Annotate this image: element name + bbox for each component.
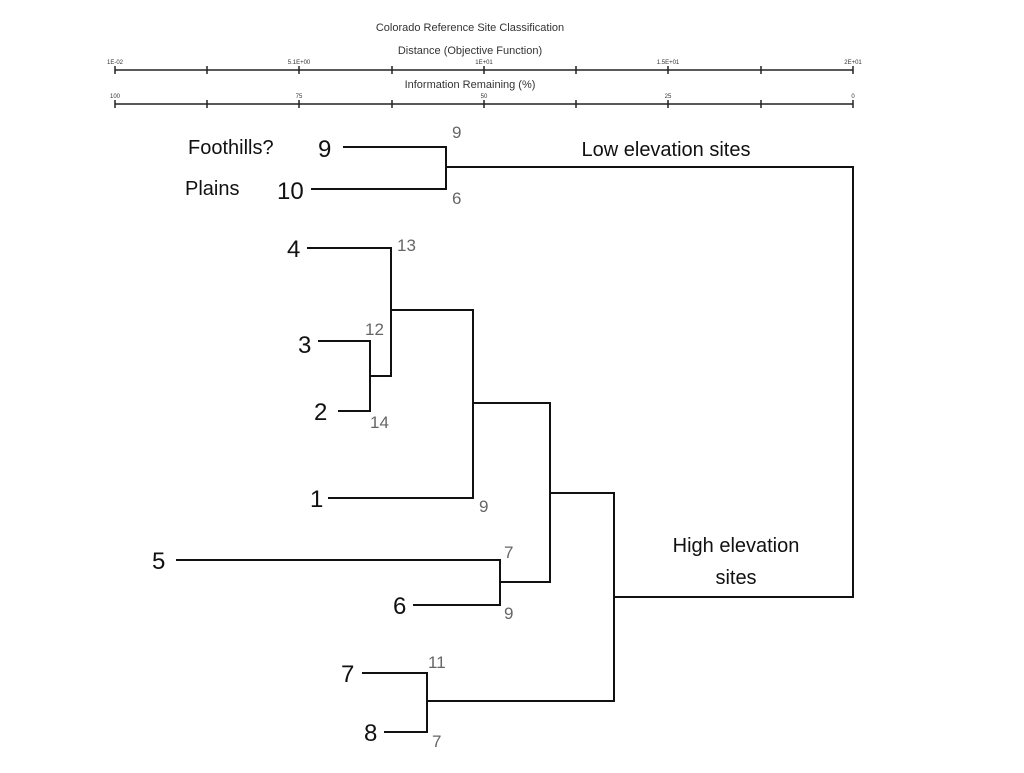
node-count: 13 — [397, 236, 416, 255]
foothills-annotation: Foothills? — [188, 137, 274, 159]
info-tick-label: 25 — [665, 94, 672, 100]
branch-7-8 — [362, 672, 428, 733]
leaf-label-8: 8 — [364, 720, 377, 747]
dendrogram-branches — [176, 146, 854, 733]
distance-tick-label: 1E+01 — [475, 60, 493, 66]
leaf-label-9: 9 — [318, 136, 331, 163]
info-tick-label: 0 — [851, 94, 855, 100]
node-count: 6 — [452, 189, 461, 208]
leaf-label-5: 5 — [152, 548, 165, 575]
info-axis-label: Information Remaining (%) — [405, 79, 536, 91]
distance-tick-label: 2E+01 — [844, 60, 862, 66]
plains-annotation: Plains — [185, 178, 239, 200]
branch-4-32 — [307, 247, 392, 377]
distance-axis-label: Distance (Objective Function) — [398, 45, 542, 57]
node-count: 9 — [479, 497, 488, 516]
info-remaining-axis: 100 75 50 25 0 — [110, 94, 855, 108]
branch-5-6 — [176, 559, 501, 606]
distance-tick-label: 1E-02 — [107, 60, 124, 66]
node-count: 12 — [365, 320, 384, 339]
leaf-label-7: 7 — [341, 661, 354, 688]
node-count: 9 — [504, 604, 513, 623]
high-elevation-label-line2: sites — [715, 567, 756, 589]
node-count-labels: 9 6 13 12 14 9 7 9 11 7 — [365, 123, 513, 751]
leaf-labels: 9 10 4 3 2 1 5 6 7 8 — [152, 136, 406, 747]
info-tick-label: 100 — [110, 94, 121, 100]
info-tick-label: 75 — [296, 94, 303, 100]
leaf-label-4: 4 — [287, 236, 300, 263]
figure-title: Colorado Reference Site Classification — [376, 22, 564, 34]
node-count: 11 — [428, 653, 446, 672]
node-count: 7 — [504, 543, 513, 562]
branch-root — [446, 166, 854, 598]
leaf-label-2: 2 — [314, 399, 327, 426]
branch-432-1 — [328, 309, 474, 499]
node-count: 7 — [432, 732, 441, 751]
distance-tick-label: 5.1E+00 — [288, 60, 311, 66]
leaf-label-10: 10 — [277, 178, 304, 205]
branch-high-cluster — [427, 492, 615, 702]
low-elevation-label: Low elevation sites — [582, 139, 751, 161]
leaf-label-6: 6 — [393, 593, 406, 620]
leaf-label-1: 1 — [310, 486, 323, 513]
info-tick-label: 50 — [481, 94, 488, 100]
node-count: 9 — [452, 123, 461, 142]
distance-axis: 1E-02 5.1E+00 1E+01 1.5E+01 2E+01 — [107, 60, 862, 74]
leaf-label-3: 3 — [298, 332, 311, 359]
node-count: 14 — [370, 413, 389, 432]
high-elevation-label-line1: High elevation — [673, 535, 800, 557]
distance-tick-label: 1.5E+01 — [657, 60, 680, 66]
